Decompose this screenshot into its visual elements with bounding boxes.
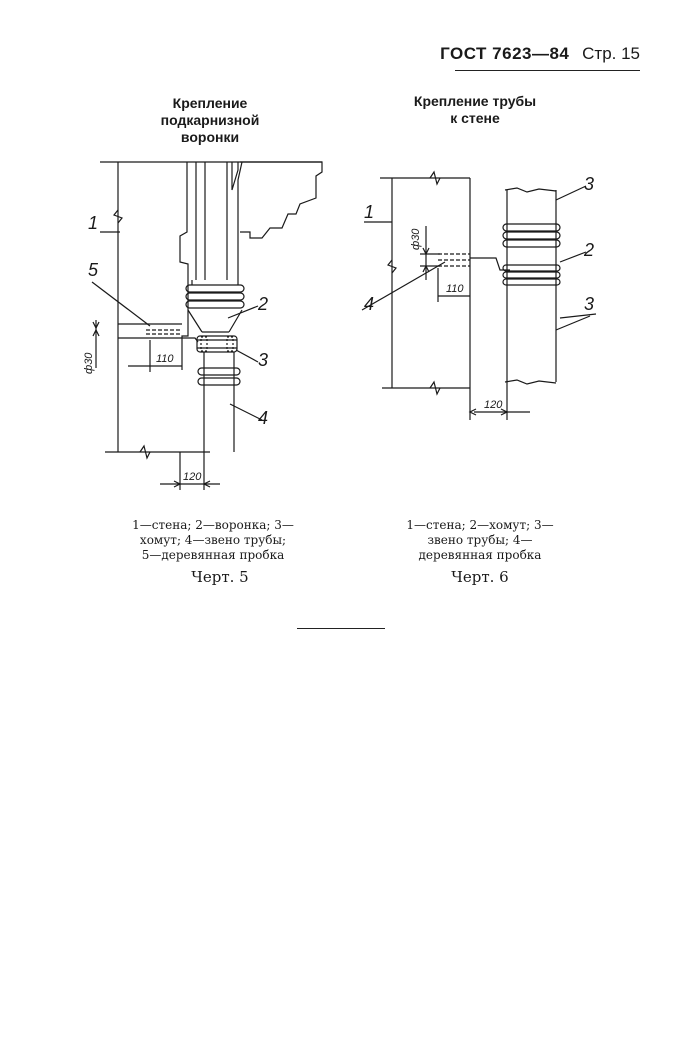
- fig5-dim-120: 120: [183, 471, 202, 483]
- figure6-number: Черт. 6: [451, 568, 509, 586]
- fig5-dim-phi30: ф30: [83, 352, 95, 374]
- figure6-caption: 1—стена; 2—хомут; 3— звено трубы; 4— дер…: [406, 518, 554, 562]
- figure6-drawing: [361, 170, 597, 420]
- fig5-label-3: 3: [258, 350, 268, 370]
- figure5-caption: 1—стена; 2—воронка; 3— хомут; 4—звено тр…: [132, 518, 294, 562]
- fig6-dim-phi30: ф30: [410, 228, 422, 250]
- fig5-dim-110: 110: [156, 353, 174, 365]
- fig6-label-4: 4: [364, 294, 374, 314]
- fig6-label-3-bottom: 3: [584, 294, 594, 314]
- fig5-label-2: 2: [257, 294, 268, 314]
- fig6-label-3-top: 3: [584, 174, 594, 194]
- fig6-label-2: 2: [583, 240, 594, 260]
- fig6-dim-110: 110: [446, 283, 464, 295]
- figure6-title: Крепление трубы к стене: [413, 93, 537, 126]
- page-header: ГОСТ 7623—84 Стр. 15: [440, 44, 640, 64]
- fig6-dim-120: 120: [484, 399, 503, 411]
- fig5-label-5: 5: [88, 260, 99, 280]
- header-rule: [455, 70, 640, 71]
- fig6-label-1: 1: [364, 202, 374, 222]
- figure5-title: Крепление подкарнизной воронки: [160, 95, 260, 145]
- end-rule: [297, 628, 385, 629]
- figure5-drawing: [91, 161, 323, 490]
- fig5-label-4: 4: [258, 408, 268, 428]
- standard-code: ГОСТ 7623—84: [440, 44, 570, 63]
- page-number: Стр. 15: [582, 44, 640, 63]
- fig5-label-1: 1: [88, 213, 98, 233]
- figure5-number: Черт. 5: [191, 568, 249, 586]
